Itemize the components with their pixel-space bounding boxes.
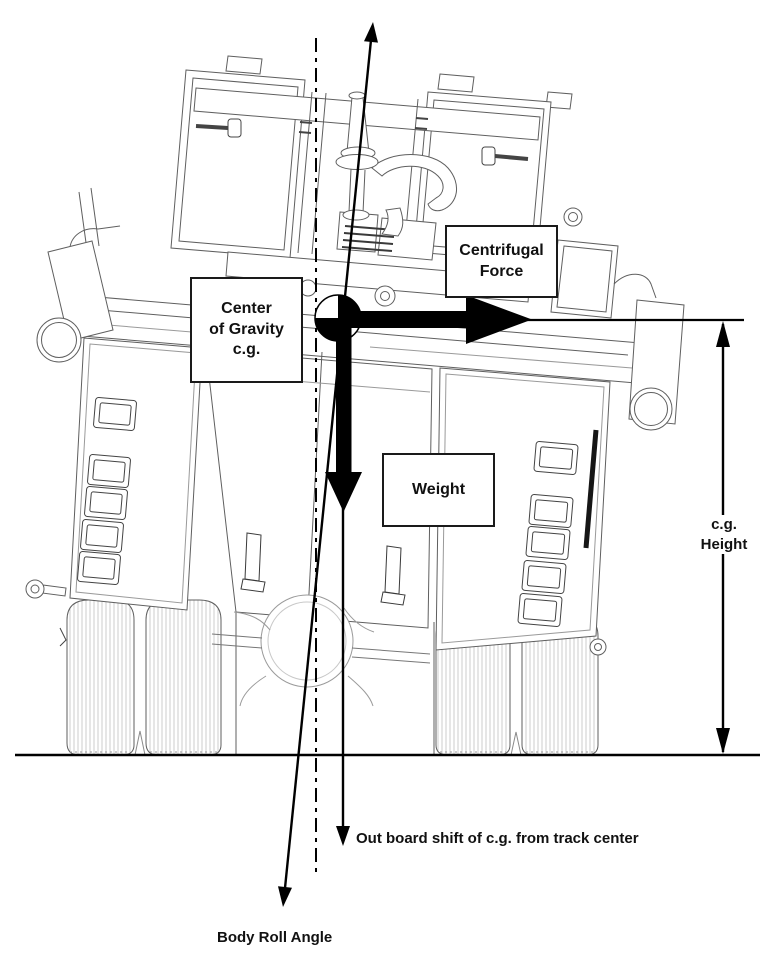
hull xyxy=(25,337,611,755)
cg-height-label: c.g. Height xyxy=(685,515,763,554)
cg-label-line2: of Gravity xyxy=(209,320,284,338)
centrifugal-label-line2: Force xyxy=(479,262,524,280)
vehicle-drawing xyxy=(25,55,685,756)
centrifugal-force-label-box: Centrifugal Force xyxy=(445,225,558,298)
bow-bulb xyxy=(211,594,431,707)
right-pontoon xyxy=(550,207,685,431)
weight-label-line1: Weight xyxy=(411,480,466,498)
left-pontoon xyxy=(36,187,121,363)
center-of-gravity-label-box: Center of Gravity c.g. xyxy=(190,277,303,383)
weight-label-box: Weight xyxy=(382,453,495,527)
body-roll-angle-label: Body Roll Angle xyxy=(217,929,333,946)
left-track xyxy=(66,599,222,756)
cg-height-line1: c.g. xyxy=(711,516,737,533)
left-vent-column xyxy=(77,397,137,585)
outboard-shift-label: Out board shift of c.g. from track cente… xyxy=(356,830,639,847)
body-roll-axis-line xyxy=(278,22,378,907)
weight-arrow xyxy=(325,318,362,512)
right-vent-column xyxy=(517,441,579,627)
cg-height-line2: Height xyxy=(700,535,748,553)
centrifugal-force-arrow xyxy=(340,295,532,344)
cg-label-line3: c.g. xyxy=(232,341,261,359)
cg-label-line1: Center xyxy=(221,299,272,317)
centrifugal-label-line1: Centrifugal xyxy=(459,241,544,259)
turret-structure xyxy=(170,55,573,303)
annotations xyxy=(15,22,760,907)
